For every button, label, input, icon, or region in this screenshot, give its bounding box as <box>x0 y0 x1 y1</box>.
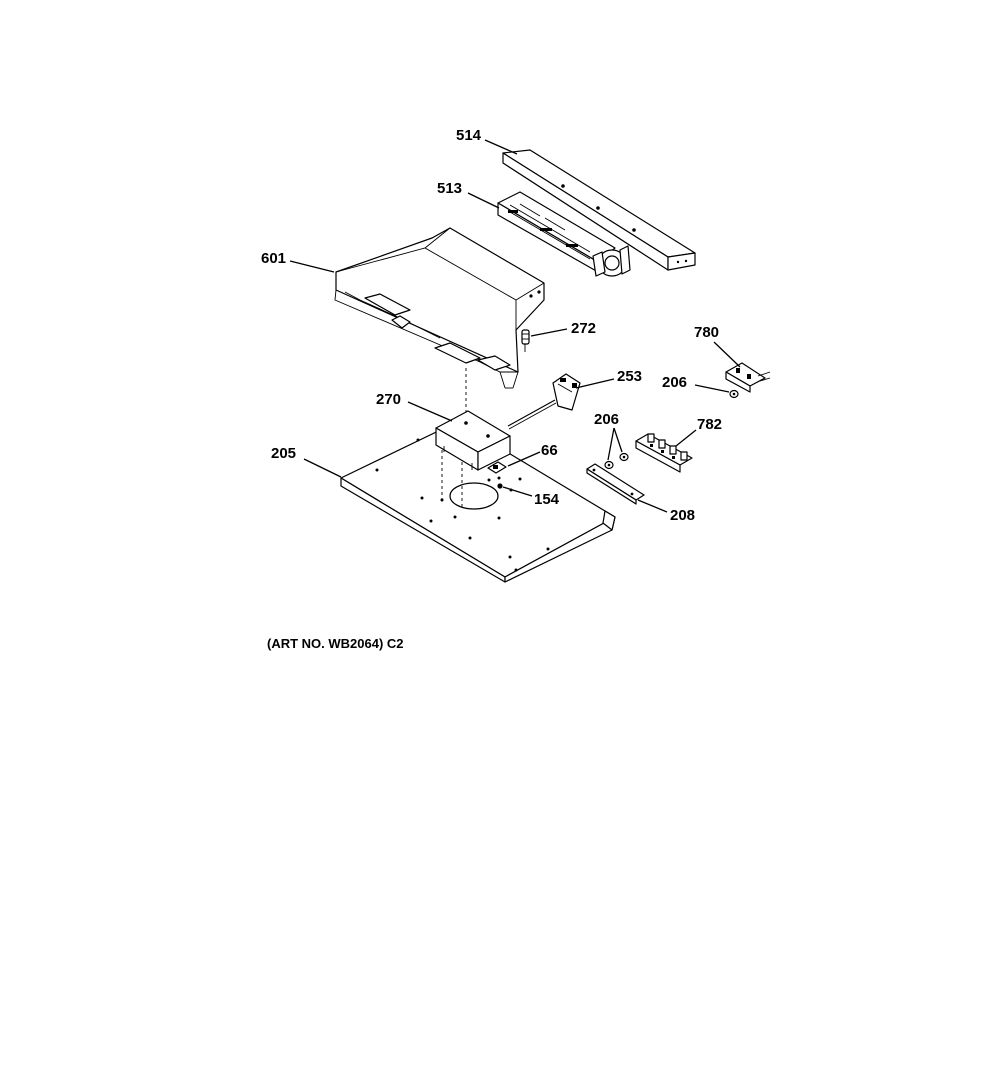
part-782-terminal-strip <box>635 433 693 473</box>
label-205: 205 <box>271 445 296 462</box>
part-272-fitting <box>521 329 530 352</box>
part-253-thermostat <box>507 373 581 430</box>
label-253: 253 <box>617 368 642 385</box>
art-number-caption: (ART NO. WB2064) C2 <box>267 636 404 651</box>
label-782: 782 <box>697 416 722 433</box>
callout-labels: 514 513 601 272 780 253 206 270 206 782 … <box>261 127 722 524</box>
label-206-lower: 206 <box>594 411 619 428</box>
part-205-base-plate <box>340 421 616 583</box>
leader-lines <box>289 139 741 513</box>
label-66: 66 <box>541 442 558 459</box>
part-206-screw-upper <box>729 389 739 399</box>
part-780-terminal-block <box>725 362 771 393</box>
label-601: 601 <box>261 250 286 267</box>
label-514: 514 <box>456 127 482 144</box>
label-208: 208 <box>670 507 695 524</box>
label-154: 154 <box>534 491 560 508</box>
part-514-bracket <box>502 149 696 271</box>
part-601-shroud <box>334 227 545 389</box>
part-154-screw <box>497 483 503 489</box>
part-66-clip <box>487 461 507 474</box>
label-780: 780 <box>694 324 719 341</box>
part-206-screws-lower <box>604 452 629 470</box>
label-206-upper: 206 <box>662 374 687 391</box>
part-208-plate <box>586 463 645 505</box>
part-270-control-box <box>435 410 511 471</box>
label-513: 513 <box>437 180 462 197</box>
label-272: 272 <box>571 320 596 337</box>
part-513-blower <box>497 191 631 277</box>
label-270: 270 <box>376 391 401 408</box>
